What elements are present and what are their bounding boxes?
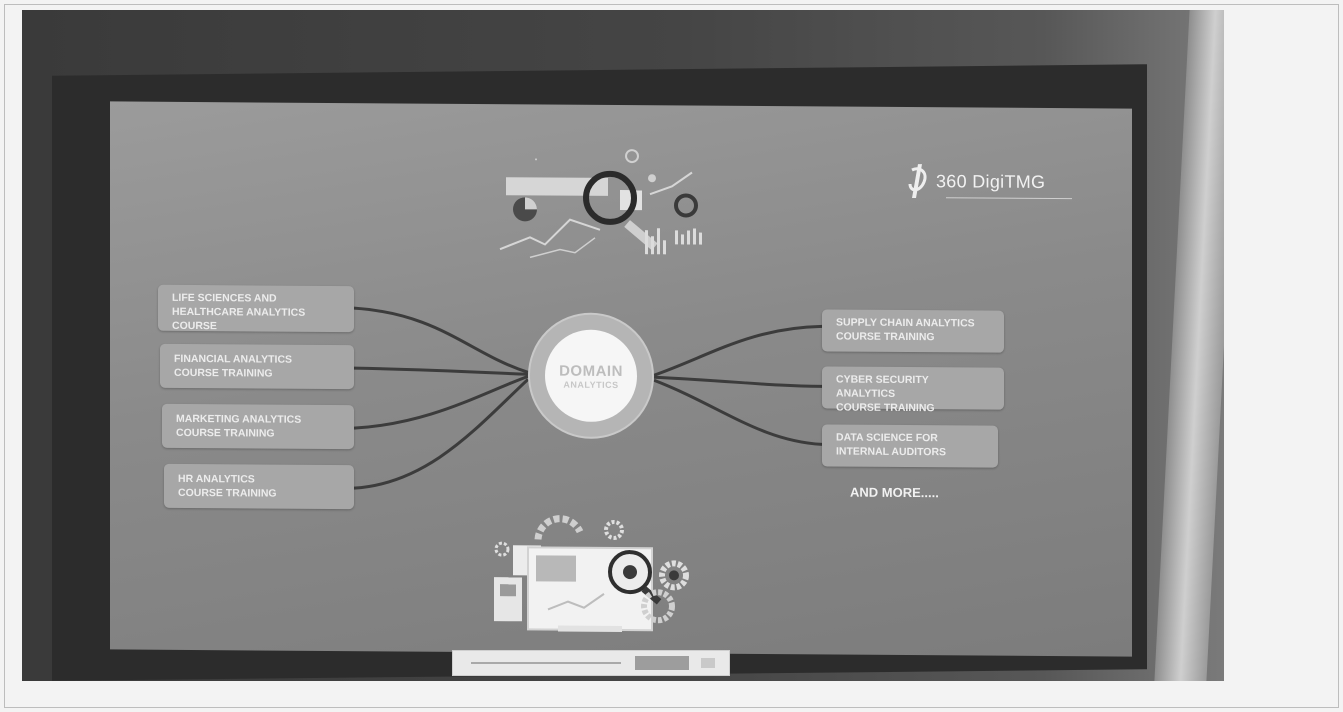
- course-label-line: COURSE TRAINING: [178, 486, 340, 501]
- center-node-inner: DOMAIN ANALYTICS: [545, 329, 637, 422]
- course-cyber-security-analytics: CYBER SECURITY ANALYTICS COURSE TRAINING: [822, 366, 1004, 409]
- course-marketing-analytics: MARKETING ANALYTICS COURSE TRAINING: [162, 404, 354, 449]
- center-title: DOMAIN: [559, 362, 623, 379]
- course-label-line: LIFE SCIENCES AND: [172, 291, 340, 306]
- course-label-line: COURSE: [172, 319, 340, 334]
- presentation-slide: 360 DigiTMG LIFE SCIENCES AND HEALTHCARE…: [110, 101, 1132, 656]
- center-subtitle: ANALYTICS: [563, 379, 618, 389]
- course-label-line: FINANCIAL ANALYTICS: [174, 352, 340, 367]
- course-label-line: COURSE TRAINING: [836, 330, 990, 345]
- analytics-illustration-bottom: [494, 518, 686, 632]
- notification-button: [635, 656, 689, 670]
- connector-left-3: [354, 375, 528, 429]
- course-label-line: INTERNAL AUDITORS: [836, 445, 984, 460]
- course-label-line: COURSE TRAINING: [176, 426, 340, 441]
- connector-left-4: [354, 378, 528, 489]
- course-hr-analytics: HR ANALYTICS COURSE TRAINING: [164, 464, 354, 509]
- connector-right-2: [654, 377, 822, 386]
- connector-right-1: [654, 325, 822, 376]
- course-label-line: DATA SCIENCE FOR: [836, 431, 984, 446]
- photo: 360 DigiTMG LIFE SCIENCES AND HEALTHCARE…: [22, 10, 1224, 681]
- brand-logo: 360 DigiTMG: [906, 162, 1045, 201]
- course-data-science-internal-auditors: DATA SCIENCE FOR INTERNAL AUDITORS: [822, 424, 998, 467]
- and-more-label: AND MORE.....: [850, 485, 939, 501]
- connector-right-3: [654, 380, 822, 444]
- notification-bar: [452, 650, 730, 676]
- center-node: DOMAIN ANALYTICS: [528, 312, 654, 439]
- course-label-line: CYBER SECURITY ANALYTICS: [836, 373, 990, 402]
- course-label-line: COURSE TRAINING: [836, 401, 990, 416]
- course-label-line: HEALTHCARE ANALYTICS: [172, 305, 340, 320]
- analytics-illustration-top: [500, 149, 702, 258]
- 360digitmg-logo-icon: [906, 162, 932, 200]
- logo-text: 360 DigiTMG: [936, 171, 1045, 193]
- course-financial-analytics: FINANCIAL ANALYTICS COURSE TRAINING: [160, 344, 354, 389]
- course-label-line: COURSE TRAINING: [174, 366, 340, 381]
- connector-left-2: [354, 368, 528, 374]
- course-label-line: MARKETING ANALYTICS: [176, 412, 340, 427]
- connector-left-1: [354, 308, 528, 372]
- notification-text-blur: [471, 662, 621, 664]
- course-label-line: HR ANALYTICS: [178, 472, 340, 487]
- notification-close: [701, 658, 715, 668]
- course-life-sciences-healthcare: LIFE SCIENCES AND HEALTHCARE ANALYTICS C…: [158, 285, 354, 332]
- course-label-line: SUPPLY CHAIN ANALYTICS: [836, 316, 990, 331]
- course-supply-chain-analytics: SUPPLY CHAIN ANALYTICS COURSE TRAINING: [822, 309, 1004, 352]
- wall-edge: [1154, 10, 1224, 681]
